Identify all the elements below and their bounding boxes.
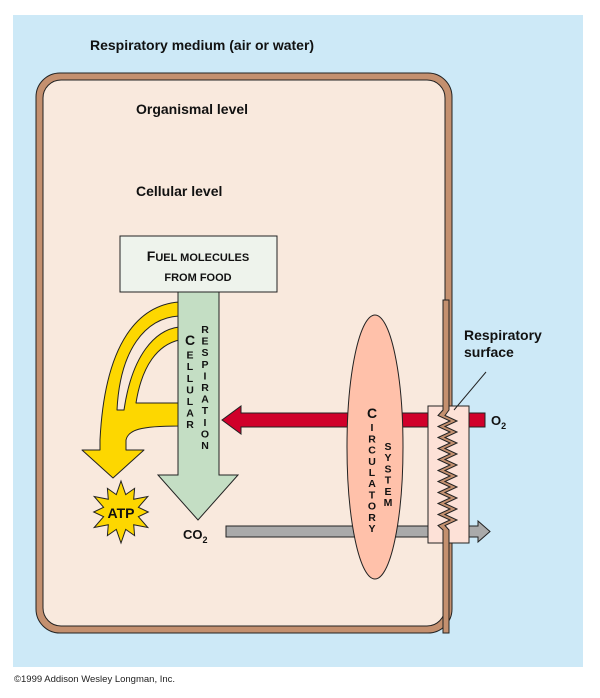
organismal-level-label: Organismal level (136, 101, 248, 117)
o2-subscript: 2 (501, 421, 506, 431)
cellular-letter: U (186, 384, 194, 396)
cellular-level-label: Cellular level (136, 183, 222, 199)
respiration-letter: N (201, 440, 209, 452)
system-letter: T (385, 475, 392, 487)
o2-base: O (491, 413, 501, 428)
circulatory-letter: R (368, 433, 376, 445)
cellular-letter: E (186, 350, 193, 362)
respiratory-surface-membrane (436, 299, 459, 634)
circulatory-letter: C (368, 445, 376, 457)
circulatory-letter: R (368, 512, 376, 524)
system-letter: S (384, 463, 391, 475)
respiration-letter: O (201, 428, 209, 440)
o2-label: O2 (491, 413, 506, 431)
respiratory-surface-label-line1: Respiratory (464, 327, 542, 343)
co2-subscript: 2 (203, 535, 208, 545)
system-letter: M (384, 497, 393, 509)
circulatory-letter: Y (368, 523, 375, 535)
circulatory-letter: U (368, 456, 376, 468)
circulatory-letter: O (368, 501, 376, 513)
system-letter: E (384, 486, 391, 498)
respiration-letter: R (201, 324, 209, 336)
circulatory-letter: I (371, 422, 374, 434)
respiration-letter: R (201, 382, 209, 394)
respiration-letter: A (201, 394, 209, 406)
fuel-cap-letter: F (147, 248, 156, 264)
system-letter: S (384, 441, 391, 453)
circulatory-letter: C (367, 405, 377, 421)
atp-starburst-icon (92, 479, 150, 545)
cellular-letter: C (185, 332, 195, 348)
fuel-rest-text: UEL MOLECULES (155, 252, 249, 264)
respiration-letter: E (201, 336, 208, 348)
cellular-letter: R (186, 419, 194, 431)
respiration-letter: I (204, 370, 207, 382)
cellular-letter: A (186, 408, 194, 420)
cellular-letter: L (187, 361, 194, 373)
fuel-molecules-label-line1: FUEL MOLECULES (147, 248, 249, 264)
co2-label: CO2 (183, 527, 208, 545)
co2-base: CO (183, 527, 203, 542)
circulatory-letter: T (369, 489, 376, 501)
cellular-letter: L (187, 396, 194, 408)
system-letter: Y (384, 452, 391, 464)
circulatory-letter: A (368, 478, 376, 490)
respiratory-surface-label-line2: surface (464, 344, 514, 360)
respiration-letter: T (202, 405, 209, 417)
circulatory-system-ellipse (346, 314, 404, 580)
copyright-notice: ©1999 Addison Wesley Longman, Inc. (14, 674, 176, 685)
respiration-letter: I (204, 417, 207, 429)
fuel-molecules-box (119, 235, 278, 293)
respiration-letter: S (201, 347, 208, 359)
cellular-letter: L (187, 373, 194, 385)
fuel-molecules-label-line2: FROM FOOD (164, 272, 231, 284)
respiratory-medium-label: Respiratory medium (air or water) (90, 37, 314, 53)
respiratory-surface-leader-line (453, 371, 487, 411)
cellular-respiration-arrow (156, 291, 240, 521)
circulatory-letter: L (369, 467, 376, 479)
respiration-letter: P (201, 359, 208, 371)
atp-label: ATP (108, 505, 135, 521)
atp-energy-arrow (81, 301, 180, 479)
